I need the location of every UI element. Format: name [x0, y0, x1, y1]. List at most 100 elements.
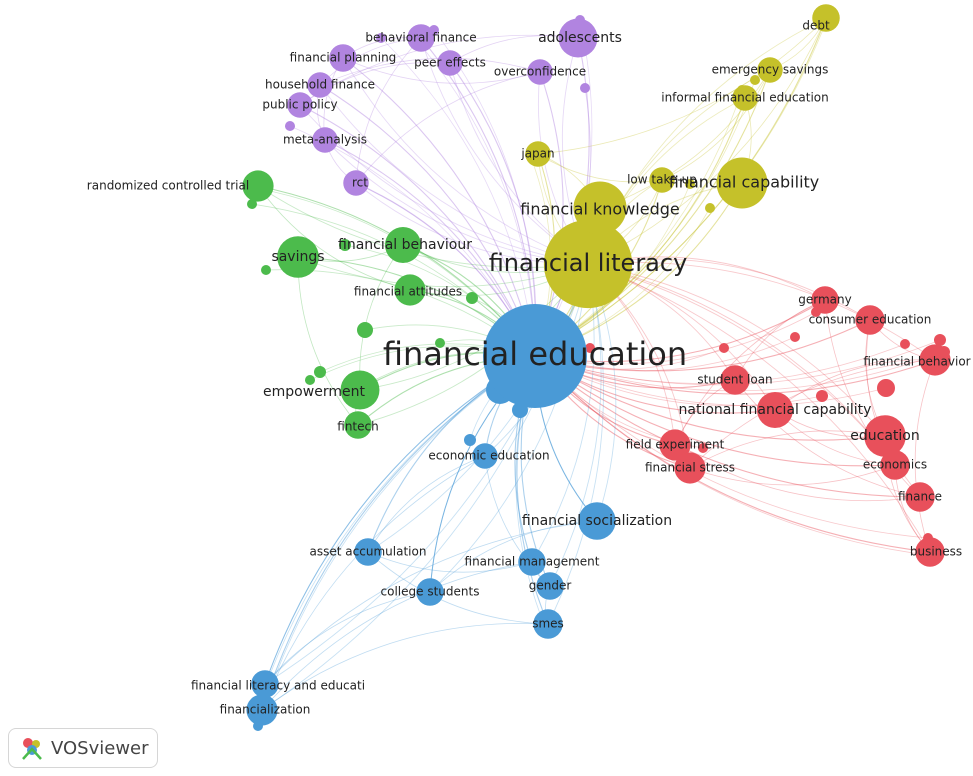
node-financial-attitudes[interactable]	[394, 274, 426, 306]
label-adolescents[interactable]: adolescents	[538, 30, 622, 46]
node-financial-literacy-and-educati[interactable]	[251, 670, 279, 698]
node-overconfidence[interactable]	[527, 59, 553, 85]
node-debt[interactable]	[812, 4, 840, 32]
label-financial-management[interactable]: financial management	[465, 555, 600, 569]
node-public-policy[interactable]	[287, 92, 313, 118]
label-financial-education[interactable]: financial education	[383, 335, 687, 373]
label-germany[interactable]: germany	[798, 293, 851, 307]
node-financial-education[interactable]	[483, 304, 587, 408]
label-peer-effects[interactable]: peer effects	[414, 56, 486, 70]
minor-node[interactable]	[305, 375, 315, 385]
minor-node[interactable]	[580, 83, 590, 93]
node-financial-behavior[interactable]	[919, 344, 951, 376]
minor-node[interactable]	[934, 334, 946, 346]
node-emergency-savings[interactable]	[757, 57, 783, 83]
label-consumer-education[interactable]: consumer education	[809, 313, 932, 327]
label-finance[interactable]: finance	[898, 490, 942, 504]
minor-node[interactable]	[698, 443, 708, 453]
label-financialization[interactable]: financialization	[220, 703, 311, 717]
label-financial-behaviour[interactable]: financial behaviour	[338, 237, 472, 253]
label-college-students[interactable]: college students	[381, 585, 480, 599]
label-financial-attitudes[interactable]: financial attitudes	[354, 285, 462, 299]
node-asset-accumulation[interactable]	[354, 538, 382, 566]
minor-node[interactable]	[314, 366, 326, 378]
node-savings[interactable]	[277, 236, 319, 278]
label-household-finance[interactable]: household finance	[265, 78, 375, 92]
label-business[interactable]: business	[910, 545, 962, 559]
node-financial-planning[interactable]	[329, 44, 357, 72]
label-low-take-up[interactable]: low take-up	[627, 173, 697, 187]
node-financial-capability[interactable]	[716, 157, 768, 209]
minor-node[interactable]	[685, 179, 695, 189]
label-student-loan[interactable]: student loan	[697, 373, 772, 387]
label-japan[interactable]: japan	[520, 147, 554, 161]
minor-node[interactable]	[435, 338, 445, 348]
node-field-experiment[interactable]	[659, 429, 691, 461]
label-informal-financial-education[interactable]: informal financial education	[661, 91, 829, 105]
vosviewer-logo[interactable]: VOSviewer	[8, 728, 158, 768]
node-financial-knowledge[interactable]	[573, 181, 627, 235]
label-gender[interactable]: gender	[529, 579, 572, 593]
node-germany[interactable]	[811, 286, 839, 314]
label-economics[interactable]: economics	[863, 458, 927, 472]
label-education[interactable]: education	[850, 428, 919, 444]
label-emergency-savings[interactable]: emergency savings	[712, 63, 829, 77]
minor-node[interactable]	[376, 33, 386, 43]
node-economic-education[interactable]	[472, 443, 498, 469]
node-college-students[interactable]	[416, 578, 444, 606]
node-business[interactable]	[915, 537, 945, 567]
minor-node[interactable]	[900, 339, 910, 349]
label-empowerment[interactable]: empowerment	[263, 384, 365, 400]
label-financial-stress[interactable]: financial stress	[645, 461, 735, 475]
label-financial-behavior[interactable]: financial behavior	[863, 355, 970, 369]
node-adolescents[interactable]	[558, 18, 598, 58]
node-informal-financial-education[interactable]	[732, 85, 758, 111]
label-meta-analysis[interactable]: meta-analysis	[283, 133, 367, 147]
label-financial-planning[interactable]: financial planning	[290, 51, 397, 65]
label-financial-literacy[interactable]: financial literacy	[489, 249, 688, 277]
minor-node[interactable]	[719, 343, 729, 353]
node-financial-stress[interactable]	[674, 452, 706, 484]
node-gender[interactable]	[536, 572, 564, 600]
minor-node[interactable]	[585, 343, 595, 353]
node-student-loan[interactable]	[720, 365, 750, 395]
minor-node[interactable]	[466, 292, 478, 304]
node-randomized-controlled-trial[interactable]	[242, 170, 274, 202]
node-japan[interactable]	[525, 141, 551, 167]
minor-node[interactable]	[464, 434, 476, 446]
label-asset-accumulation[interactable]: asset accumulation	[310, 545, 427, 559]
node-household-finance[interactable]	[307, 72, 333, 98]
label-rct[interactable]: rct	[352, 176, 368, 190]
label-behavioral-finance[interactable]: behavioral finance	[365, 31, 476, 45]
minor-node[interactable]	[339, 239, 351, 251]
minor-node[interactable]	[247, 199, 257, 209]
minor-node[interactable]	[790, 332, 800, 342]
label-fintech[interactable]: fintech	[337, 420, 378, 434]
minor-node[interactable]	[285, 121, 295, 131]
node-financial-socialization[interactable]	[578, 502, 616, 540]
node-national-financial-capability[interactable]	[756, 391, 794, 429]
minor-node[interactable]	[816, 390, 828, 402]
label-randomized-controlled-trial[interactable]: randomized controlled trial	[87, 179, 249, 193]
node-financial-literacy[interactable]	[543, 219, 633, 309]
label-field-experiment[interactable]: field experiment	[626, 438, 725, 452]
node-empowerment[interactable]	[340, 370, 380, 410]
node-economics[interactable]	[880, 450, 910, 480]
minor-node[interactable]	[750, 75, 760, 85]
node-peer-effects[interactable]	[437, 50, 463, 76]
label-debt[interactable]: debt	[802, 19, 830, 33]
node-financialization[interactable]	[246, 694, 278, 726]
node-financial-behaviour[interactable]	[384, 226, 422, 264]
node-rct[interactable]	[343, 170, 369, 196]
label-financial-knowledge[interactable]: financial knowledge	[520, 200, 679, 219]
label-public-policy[interactable]: public policy	[262, 98, 337, 112]
minor-node[interactable]	[357, 322, 373, 338]
node-behavioral-finance[interactable]	[407, 24, 435, 52]
minor-node[interactable]	[705, 203, 715, 213]
node-meta-analysis[interactable]	[312, 127, 338, 153]
minor-node[interactable]	[261, 265, 271, 275]
node-low-take-up[interactable]	[649, 167, 675, 193]
label-financial-socialization[interactable]: financial socialization	[522, 513, 672, 529]
label-smes[interactable]: smes	[532, 617, 564, 631]
